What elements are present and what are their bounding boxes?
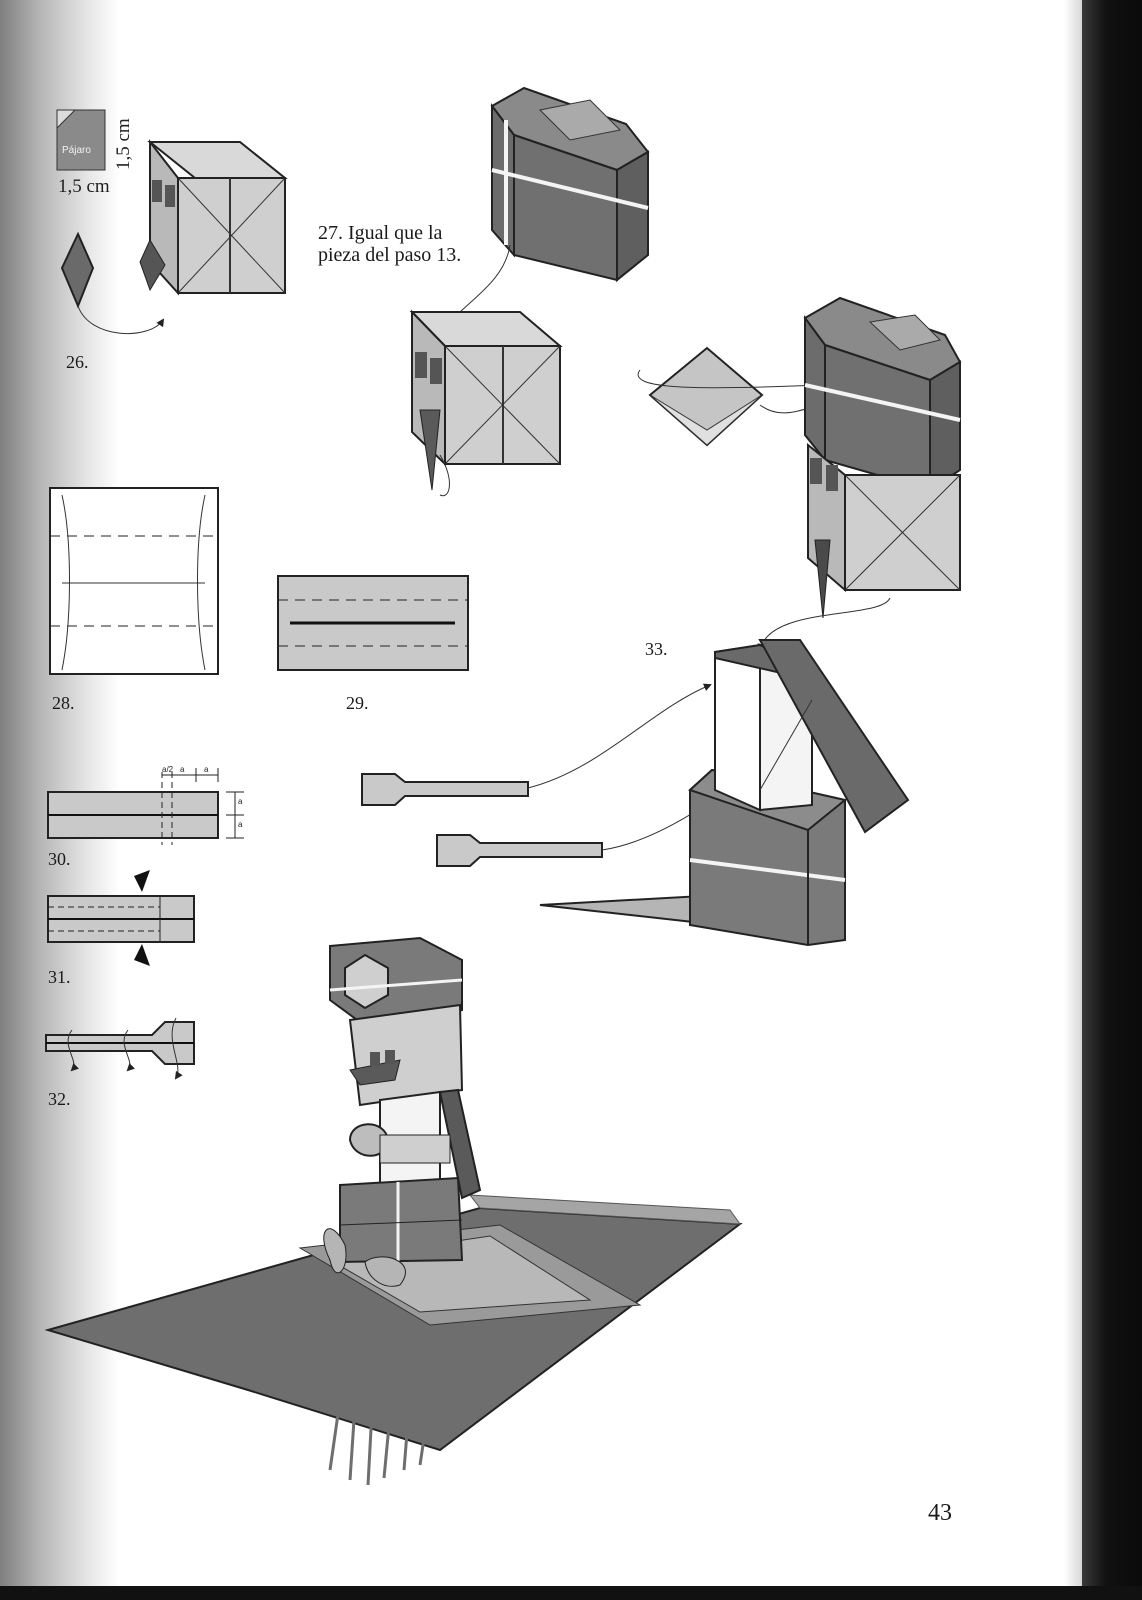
mark-half: a/2 [162, 765, 174, 774]
height-dimension: 1,5 cm [113, 118, 134, 170]
step-32-label: 32. [48, 1089, 71, 1109]
step33-body-assembly [539, 639, 910, 947]
step-26-label: 26. [66, 352, 89, 372]
step28-rectangle [49, 487, 219, 675]
step-33-label: 33. [645, 639, 668, 659]
book-spine-edge [1082, 0, 1142, 1600]
step30-strip [47, 768, 244, 845]
step27-hat-block [490, 86, 650, 283]
mark-a-4: a [238, 820, 243, 829]
step-27-note-line2: pieza del paso 13. [318, 244, 462, 266]
step26-small-square [56, 109, 106, 171]
step26-kite-piece [60, 231, 166, 335]
page-edge-highlight [1064, 0, 1082, 1600]
finished-figure [323, 936, 482, 1287]
assembly-hat-head [803, 296, 962, 619]
step27-head-cube [409, 309, 563, 497]
assembly-arrow [757, 597, 891, 652]
page-number: 43 [928, 1500, 952, 1526]
step26-head-cube [147, 139, 288, 296]
paper-label: Pájaro [62, 145, 91, 156]
step31-strip [47, 870, 195, 966]
scan-bottom-edge [0, 1586, 1142, 1600]
assembly-small-square [637, 346, 822, 447]
mark-a-2: a [204, 765, 209, 774]
mark-a-1: a [180, 765, 185, 774]
step-30-label: 30. [48, 849, 71, 869]
step29-strip [277, 575, 469, 671]
step33-stick-upper [361, 683, 712, 806]
width-dimension: 1,5 cm [58, 176, 110, 197]
step32-strip [45, 1017, 195, 1080]
step-27-note-line1: 27. Igual que la [318, 222, 443, 244]
step-29-label: 29. [346, 693, 369, 713]
step-31-label: 31. [48, 967, 71, 987]
step-28-label: 28. [52, 693, 75, 713]
mark-a-3: a [238, 797, 243, 806]
